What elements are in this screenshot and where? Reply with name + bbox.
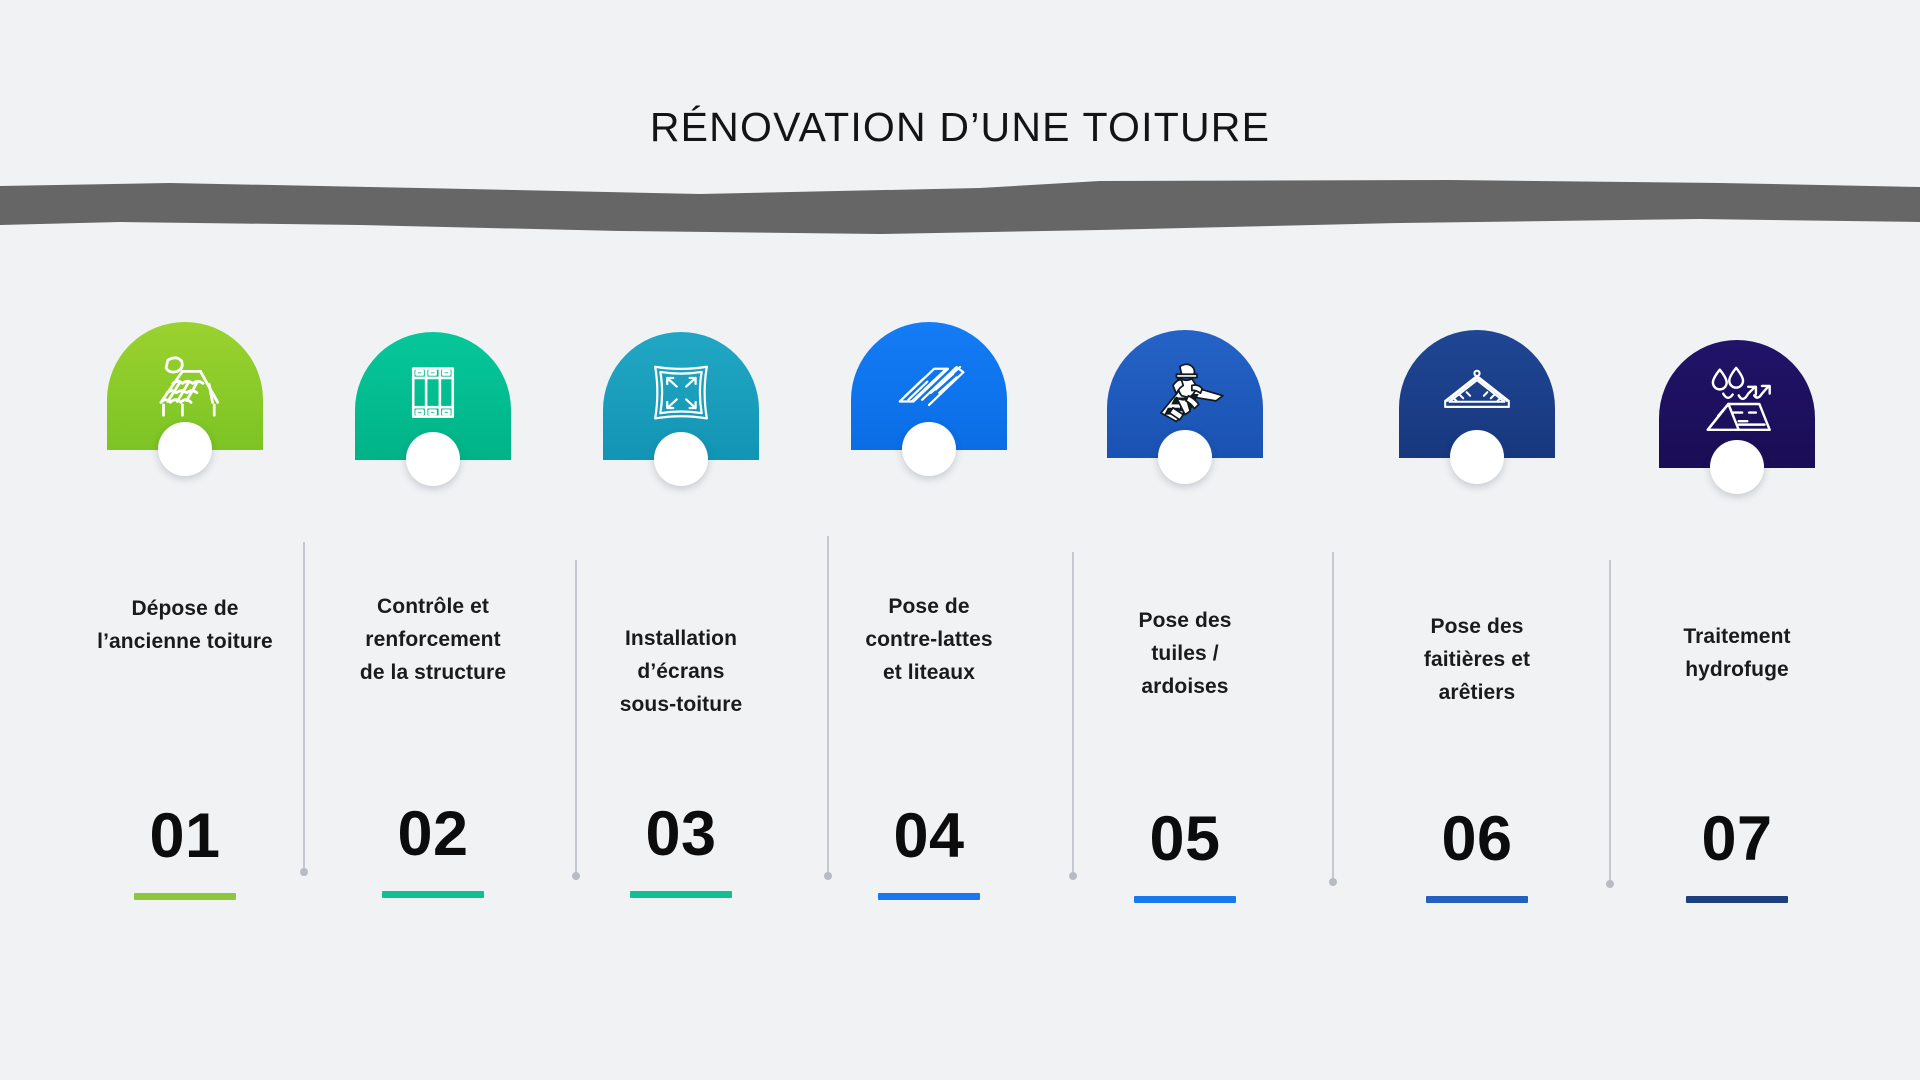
roof-ridge-icon xyxy=(1444,369,1510,408)
badge-connector-dot xyxy=(406,432,460,486)
step-06-rule xyxy=(1426,896,1528,903)
badge-connector-dot xyxy=(902,422,956,476)
step-04[interactable]: Pose de contre-lattes et liteaux 04 xyxy=(805,0,1053,1080)
step-03[interactable]: Installation d’écrans sous-toiture 03 xyxy=(557,0,805,1080)
roofer-laying-tiles-icon xyxy=(1160,363,1224,423)
label-line: Pose des xyxy=(1430,615,1524,638)
label-line: renforcement xyxy=(365,628,501,651)
step-01-number: 01 xyxy=(149,801,221,871)
badge-connector-dot xyxy=(158,422,212,476)
step-03-label: Installation d’écrans sous-toiture xyxy=(557,622,805,721)
step-05[interactable]: Pose des tuiles / ardoises 05 xyxy=(1061,0,1309,1080)
separator-3 xyxy=(824,536,832,880)
step-01-rule xyxy=(134,893,236,900)
step-03-badge[interactable] xyxy=(603,332,759,486)
step-03-number: 03 xyxy=(645,799,717,869)
label-line: d’écrans xyxy=(637,660,725,683)
decorative-ribbon-band xyxy=(0,178,1920,240)
step-04-number: 04 xyxy=(893,801,965,871)
structural-beams-icon xyxy=(411,367,455,418)
step-06-number: 06 xyxy=(1441,804,1513,874)
badge-connector-dot xyxy=(654,432,708,486)
step-02-rule xyxy=(382,891,484,898)
label-line: tuiles / xyxy=(1151,642,1219,665)
step-07[interactable]: Traitement hydrofuge 07 xyxy=(1613,0,1861,1080)
separator-6 xyxy=(1606,560,1614,888)
step-02-label: Contrôle et renforcement de la structure xyxy=(309,590,557,689)
step-01-label: Dépose de l’ancienne toiture xyxy=(61,592,309,658)
step-01-badge[interactable] xyxy=(107,322,263,476)
step-02[interactable]: Contrôle et renforcement de la structure… xyxy=(309,0,557,1080)
step-06-label: Pose des faitières et arêtiers xyxy=(1353,610,1601,709)
step-05-label: Pose des tuiles / ardoises xyxy=(1061,604,1309,703)
water-repellent-roof-icon xyxy=(1706,366,1771,432)
separator-1 xyxy=(300,542,308,876)
label-line: faitières et xyxy=(1423,648,1531,671)
label-line: Pose des xyxy=(1138,609,1232,632)
separator-2 xyxy=(572,560,580,880)
label-line: Traitement xyxy=(1683,625,1791,648)
badge-connector-dot xyxy=(1158,430,1212,484)
step-04-badge[interactable] xyxy=(851,322,1007,476)
step-06[interactable]: Pose des faitières et arêtiers 06 xyxy=(1353,0,1601,1080)
label-line: Contrôle et xyxy=(377,595,489,618)
step-04-label: Pose de contre-lattes et liteaux xyxy=(805,590,1053,689)
step-02-number: 02 xyxy=(397,799,469,869)
label-line: et liteaux xyxy=(882,661,976,684)
roof-tile-removal-icon xyxy=(159,356,220,417)
separator-5 xyxy=(1329,552,1337,886)
label-line: Installation xyxy=(624,627,738,650)
badge-connector-dot xyxy=(1450,430,1504,484)
label-line: arêtiers xyxy=(1438,681,1516,704)
label-line: Pose de xyxy=(888,595,970,618)
step-05-number: 05 xyxy=(1149,804,1221,874)
step-07-number: 07 xyxy=(1701,804,1773,874)
label-line: hydrofuge xyxy=(1685,658,1789,681)
step-03-rule xyxy=(630,891,732,898)
label-line: Dépose de xyxy=(131,597,239,620)
label-line: sous-toiture xyxy=(619,693,743,716)
step-07-badge[interactable] xyxy=(1659,340,1815,494)
step-05-rule xyxy=(1134,896,1236,903)
label-line: de la structure xyxy=(359,661,507,684)
step-05-badge[interactable] xyxy=(1107,330,1263,484)
step-07-label: Traitement hydrofuge xyxy=(1613,620,1861,686)
label-line: l’ancienne toiture xyxy=(97,630,273,653)
step-06-badge[interactable] xyxy=(1399,330,1555,484)
underlay-membrane-icon xyxy=(654,365,708,420)
label-line: ardoises xyxy=(1141,675,1229,698)
label-line: contre-lattes xyxy=(865,628,993,651)
badge-connector-dot xyxy=(1710,440,1764,494)
separator-4 xyxy=(1069,552,1077,880)
step-07-rule xyxy=(1686,896,1788,903)
page-title: RÉNOVATION D’UNE TOITURE xyxy=(649,104,1271,150)
step-01[interactable]: Dépose de l’ancienne toiture 01 xyxy=(61,0,309,1080)
step-02-badge[interactable] xyxy=(355,332,511,486)
step-04-rule xyxy=(878,893,980,900)
wooden-battens-icon xyxy=(898,365,965,407)
